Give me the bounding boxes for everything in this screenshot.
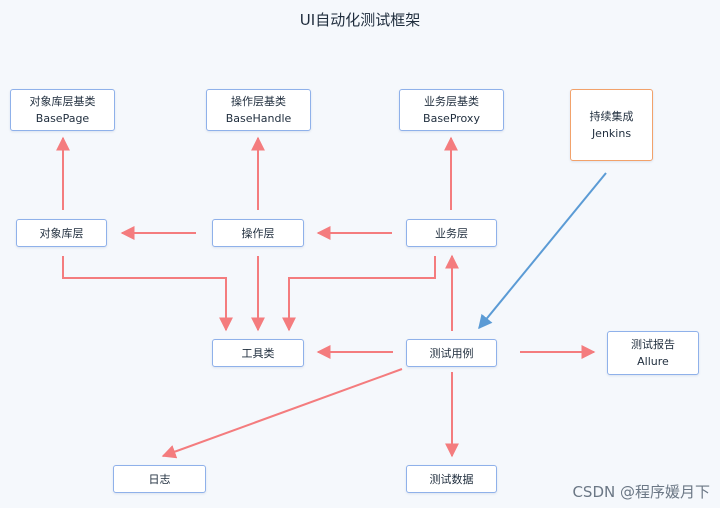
node-tools-label: 工具类	[241, 346, 275, 360]
node-business-layer-label: 业务层	[435, 226, 468, 240]
node-business-base-line1: 业务层基类	[424, 95, 479, 108]
node-test-report: 测试报告 Allure	[607, 331, 699, 375]
node-action-layer-label: 操作层	[241, 226, 275, 240]
node-ci-line1: 持续集成	[589, 110, 634, 123]
node-test-data-label: 测试数据	[429, 472, 474, 486]
node-object-layer-label: 对象库层	[39, 226, 84, 240]
node-test-cases: 测试用例	[406, 339, 497, 367]
node-log-label: 日志	[148, 472, 171, 486]
node-object-base-line2: BasePage	[35, 112, 90, 125]
node-action-base-line2: BaseHandle	[225, 112, 292, 125]
node-ci: 持续集成 Jenkins	[570, 89, 653, 161]
node-business-layer: 业务层	[406, 219, 497, 247]
node-log: 日志	[113, 465, 206, 493]
node-tools: 工具类	[212, 339, 304, 367]
node-action-base-line1: 操作层基类	[231, 95, 286, 108]
node-object-base: 对象库层基类 BasePage	[10, 89, 115, 131]
node-object-base-line1: 对象库层基类	[29, 95, 96, 108]
node-business-base-line2: BaseProxy	[423, 112, 480, 125]
watermark: CSDN @程序媛月下	[572, 483, 710, 501]
node-object-layer: 对象库层	[16, 219, 107, 247]
node-test-report-line1: 测试报告	[631, 338, 675, 351]
edge-ci-to-cases	[478, 172, 607, 330]
node-ci-line2: Jenkins	[591, 127, 632, 140]
node-action-base: 操作层基类 BaseHandle	[206, 89, 311, 131]
edge-business-to-tools	[282, 256, 436, 332]
node-business-base: 业务层基类 BaseProxy	[399, 89, 504, 131]
edge-object-to-tools	[62, 256, 233, 332]
node-test-report-line2: Allure	[637, 355, 669, 368]
diagram-title: UI自动化测试框架	[299, 11, 421, 29]
node-test-cases-label: 测试用例	[429, 346, 474, 360]
edge-cases-to-log	[161, 368, 403, 459]
node-test-data: 测试数据	[406, 465, 497, 493]
node-action-layer: 操作层	[212, 219, 304, 247]
